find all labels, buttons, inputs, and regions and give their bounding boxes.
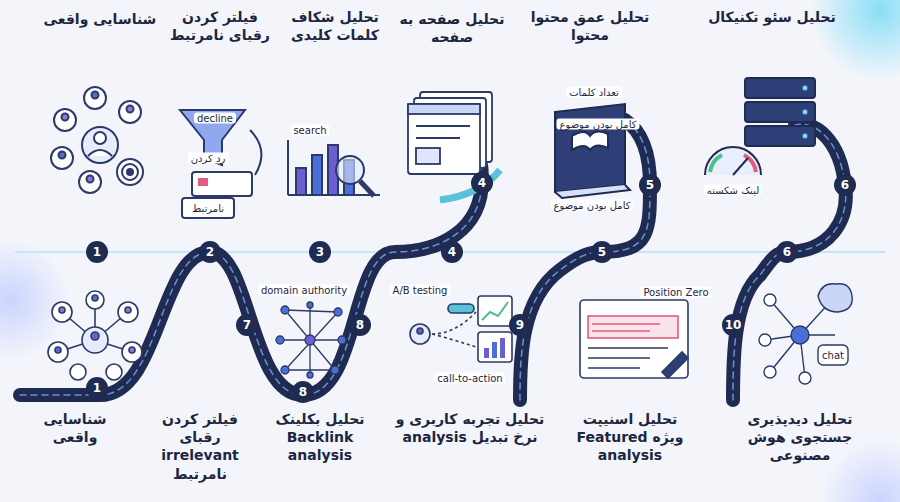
step-title: تحلیل اسنیپت ویژه Featured analysis bbox=[565, 410, 695, 465]
ai-network-icon bbox=[759, 284, 852, 384]
step-number: 1 bbox=[86, 241, 108, 263]
icon-label: search bbox=[290, 125, 329, 136]
pages-icon bbox=[408, 92, 500, 200]
corner-glow bbox=[820, 440, 900, 502]
step-title: تحلیل سئو تکنیکال bbox=[707, 8, 837, 26]
step-number: 10 bbox=[722, 314, 744, 336]
step-number: 4 bbox=[471, 172, 493, 194]
step-number: 6 bbox=[776, 241, 798, 263]
step-label: تحلیل اسنیپت ویژه Featured analysis bbox=[565, 410, 695, 465]
funnel-icon bbox=[180, 110, 261, 218]
icon-label: decline bbox=[194, 113, 236, 124]
step-number: 1 bbox=[86, 377, 108, 399]
step-number: 4 bbox=[441, 241, 463, 263]
icon-label: A/B testing bbox=[390, 285, 451, 296]
step-number: 9 bbox=[509, 314, 531, 336]
step-number: 6 bbox=[834, 174, 856, 196]
step-title: شناسایی واقعی bbox=[35, 10, 165, 28]
icon-label: chat bbox=[819, 350, 847, 361]
step-label: شناسایی واقعی bbox=[20, 410, 130, 446]
step-number: 8 bbox=[292, 381, 314, 403]
ab-testing-icon bbox=[410, 296, 512, 362]
icon-label: تعداد کلمات bbox=[566, 87, 622, 98]
step-title: تحلیل شکاف کلمات کلیدی bbox=[285, 8, 385, 44]
snippet-icon bbox=[580, 300, 688, 378]
step-title: تحلیل صفحه به صفحه bbox=[392, 10, 512, 46]
people-network-icon bbox=[48, 291, 142, 380]
icon-label: نامرتبط bbox=[189, 203, 227, 214]
icon-label: domain authority bbox=[258, 285, 350, 296]
step-label: فیلتر کردن رقبای نامرتبط bbox=[165, 8, 275, 44]
icon-label: کامل بودن موضوع bbox=[551, 200, 634, 211]
chart-icon bbox=[288, 140, 380, 196]
step-title: فیلتر کردن رقبای irrelevant نامرتبط bbox=[140, 410, 260, 483]
step-label: تحلیل تجربه کاربری و نرخ تبدیل analysis bbox=[390, 410, 550, 446]
step-title: تحلیل بکلینک Backlink analysis bbox=[265, 410, 375, 465]
step-number: 3 bbox=[309, 241, 331, 263]
icon-label: call-to-action bbox=[434, 373, 505, 384]
icon-label: Position Zero bbox=[640, 287, 711, 298]
step-label: تحلیل دیدپذیری جستجوی هوش مصنوعی bbox=[725, 410, 875, 465]
link-graph-icon bbox=[276, 302, 346, 378]
step-title: تحلیل عمق محتوا محتوا bbox=[525, 8, 655, 44]
step-number: 8 bbox=[349, 314, 371, 336]
step-title: تحلیل تجربه کاربری و نرخ تبدیل analysis bbox=[390, 410, 550, 446]
step-label: شناسایی واقعی bbox=[35, 10, 165, 28]
server-icon bbox=[705, 78, 815, 175]
step-label: تحلیل بکلینک Backlink analysis bbox=[265, 410, 375, 465]
step-number: 2 bbox=[199, 241, 221, 263]
step-title: تحلیل دیدپذیری جستجوی هوش مصنوعی bbox=[725, 410, 875, 465]
icon-label: رد کردن bbox=[188, 153, 229, 164]
step-label: تحلیل شکاف کلمات کلیدی bbox=[285, 8, 385, 44]
step-label: تحلیل عمق محتوا محتوا bbox=[525, 8, 655, 44]
icon-label: کامل بودن موضوع bbox=[557, 119, 640, 130]
icon-label: لینک شکسته bbox=[704, 185, 762, 196]
step-title: شناسایی واقعی bbox=[20, 410, 130, 446]
people-icon bbox=[51, 87, 143, 193]
step-label: فیلتر کردن رقبای irrelevant نامرتبط bbox=[140, 410, 260, 483]
step-number: 5 bbox=[639, 174, 661, 196]
step-number: 5 bbox=[591, 241, 613, 263]
step-number: 7 bbox=[236, 314, 258, 336]
step-label: تحلیل سئو تکنیکال bbox=[707, 8, 837, 26]
step-label: تحلیل صفحه به صفحه bbox=[392, 10, 512, 46]
step-title: فیلتر کردن رقبای نامرتبط bbox=[165, 8, 275, 44]
